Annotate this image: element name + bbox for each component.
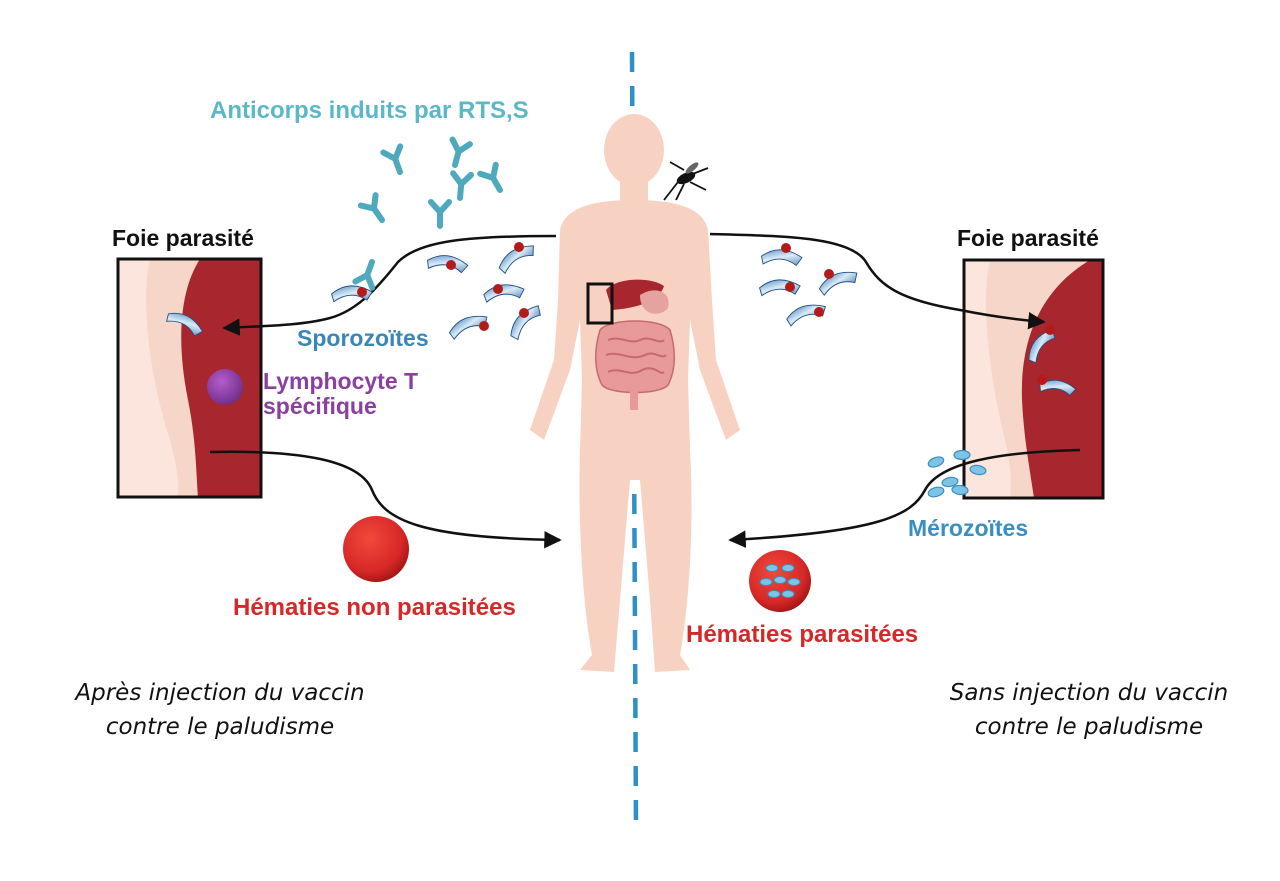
lymphocyte-cell <box>207 369 243 405</box>
caption-left-line2: contre le paludisme <box>105 714 335 740</box>
rbc-healthy-label: Hématies non parasitées <box>233 594 516 621</box>
intestines-organ <box>595 320 675 410</box>
human-body-figure <box>530 114 740 672</box>
antibodies-label: Anticorps induits par RTS,S <box>210 97 529 124</box>
caption-right-line1: Sans injection du vaccin <box>949 680 1229 706</box>
caption-right-line2: contre le paludisme <box>974 714 1204 740</box>
liver-organ <box>606 279 669 314</box>
sporozoites-label: Sporozoïtes <box>297 325 429 351</box>
rbc-healthy-cell <box>343 516 409 582</box>
merozoites-label: Mérozoïtes <box>908 515 1029 541</box>
sporozoites-left-group <box>329 242 548 343</box>
sporozoites-right-group <box>757 243 861 327</box>
mosquito-icon <box>663 161 709 201</box>
arrow-right-liver-to-blood <box>728 448 1081 548</box>
lymphocyte-label-line1: Lymphocyte T <box>263 368 419 394</box>
arrow-left-liver-to-blood <box>209 450 562 549</box>
rbc-infected-label: Hématies parasitées <box>686 621 919 648</box>
arrow-sporozoites-to-right-liver <box>709 232 1046 330</box>
caption-left-line1: Après injection du vaccin <box>75 680 365 706</box>
liver-zoom-box <box>586 282 614 325</box>
liver-right-label: Foie parasité <box>957 225 1099 251</box>
caption-left: Après injection du vaccin contre le palu… <box>60 676 380 744</box>
lymphocyte-label-line2: spécifique <box>263 393 377 419</box>
arrow-sporozoites-to-left-liver <box>222 234 557 336</box>
right-liver-panel <box>962 258 1105 500</box>
left-liver-panel <box>116 257 263 499</box>
rbc-infected-cell <box>749 550 811 612</box>
liver-left-label: Foie parasité <box>112 225 254 251</box>
caption-right: Sans injection du vaccin contre le palud… <box>929 676 1249 744</box>
